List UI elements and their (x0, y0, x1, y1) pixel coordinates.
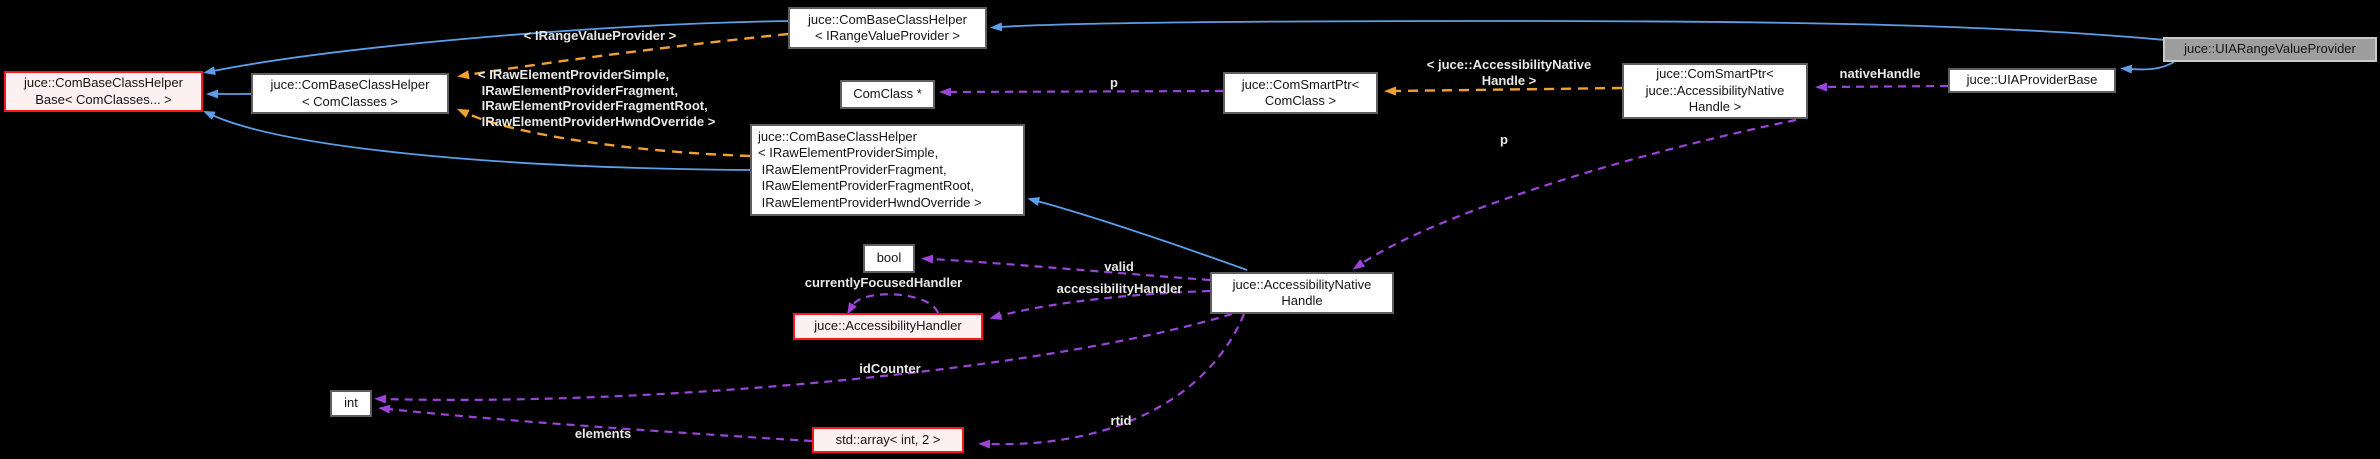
edge-inheritance-uiarangevalueprovider-to-uiaproviderbase (2120, 61, 2175, 74)
edge-label-accessibilitynativehandle-template-args: < juce::AccessibilityNative Handle > (1426, 57, 1592, 88)
node-com-base-class-helper-comclasses[interactable]: juce::ComBaseClassHelper < ComClasses > (251, 73, 449, 114)
edge-label-irawelementprovider-template-args: < IRawElementProviderSimple, IRawElement… (478, 67, 716, 129)
edge-label-p-nativehandle: p (1500, 132, 1508, 147)
edge-usage-p-comclass (939, 87, 1224, 97)
edge-inheritance-uiarangevalueprovider-to-comhelper (990, 20, 2166, 41)
edge-label-rtid: rtid (1110, 413, 1132, 428)
edge-inheritance-nativehandle-to-iraw (1027, 197, 1248, 271)
edge-label-idcounter: idCounter (859, 361, 921, 376)
edge-inheritance-irangevalueprovider-to-base (203, 20, 789, 76)
node-comclass-pointer[interactable]: ComClass * (840, 80, 935, 109)
node-uia-range-value-provider[interactable]: juce::UIARangeValueProvider (2163, 37, 2377, 62)
edge-label-currentlyfocusedhandler: currentlyFocusedHandler (804, 275, 963, 290)
edge-label-elements: elements (574, 426, 632, 441)
edge-label-accessibilityhandler: accessibilityHandler (1056, 281, 1183, 296)
node-com-base-class-helper-irangevalueprovider[interactable]: juce::ComBaseClassHelper < IRangeValuePr… (788, 7, 987, 49)
node-int[interactable]: int (330, 390, 372, 417)
edge-inheritance-iraw-to-base (202, 110, 751, 171)
edge-label-nativehandle: nativeHandle (1839, 66, 1921, 81)
node-com-smart-ptr-accessibility-native-handle[interactable]: juce::ComSmartPtr< juce::AccessibilityNa… (1622, 63, 1808, 119)
edge-usage-nativehandle (1815, 82, 1949, 92)
edge-usage-accessibilityhandler (989, 289, 1211, 320)
edge-label-irangevalueprovider-template-args: < IRangeValueProvider > (523, 28, 677, 43)
node-com-base-class-helper-irawelementprovider[interactable]: juce::ComBaseClassHelper < IRawElementPr… (750, 124, 1025, 216)
edge-usage-idcounter (374, 312, 1233, 404)
edge-template-smartptr-handle-instantiation (1384, 86, 1623, 96)
node-bool[interactable]: bool (863, 244, 915, 273)
edge-usage-currentlyfocusedhandler-selfloop (847, 293, 940, 315)
edge-usage-rtid (978, 313, 1246, 449)
edge-usage-valid (921, 254, 1211, 282)
node-std-array-int-2[interactable]: std::array< int, 2 > (812, 427, 964, 453)
node-accessibility-native-handle[interactable]: juce::AccessibilityNative Handle (1210, 272, 1394, 314)
edge-label-p-comclass: p (1110, 75, 1118, 90)
node-accessibility-handler[interactable]: juce::AccessibilityHandler (793, 313, 983, 340)
node-uia-provider-base[interactable]: juce::UIAProviderBase (1948, 68, 2116, 93)
edge-template-irangevalueprovider-instantiation (457, 32, 789, 80)
edge-template-iraw-instantiation (456, 108, 751, 158)
node-com-smart-ptr-comclass[interactable]: juce::ComSmartPtr< ComClass > (1223, 72, 1378, 114)
edge-label-valid: valid (1104, 259, 1134, 274)
node-com-base-class-helper-base[interactable]: juce::ComBaseClassHelper Base< ComClasse… (4, 71, 203, 112)
edge-usage-p-accessibilitynativehandle (1352, 118, 1797, 270)
